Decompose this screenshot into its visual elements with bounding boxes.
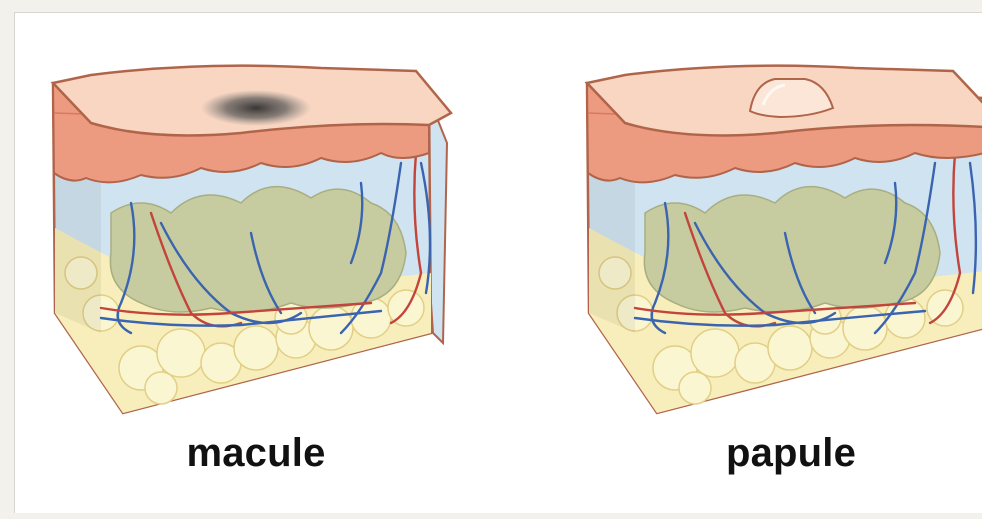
macule-skin-block (41, 13, 471, 433)
papule-panel (575, 13, 982, 433)
macule-panel (41, 13, 471, 433)
papule-label: papule (641, 431, 941, 476)
figure-frame: macule (14, 12, 982, 513)
macule-label: macule (106, 431, 406, 476)
macule-spot (201, 90, 311, 126)
papule-skin-block (575, 13, 982, 433)
